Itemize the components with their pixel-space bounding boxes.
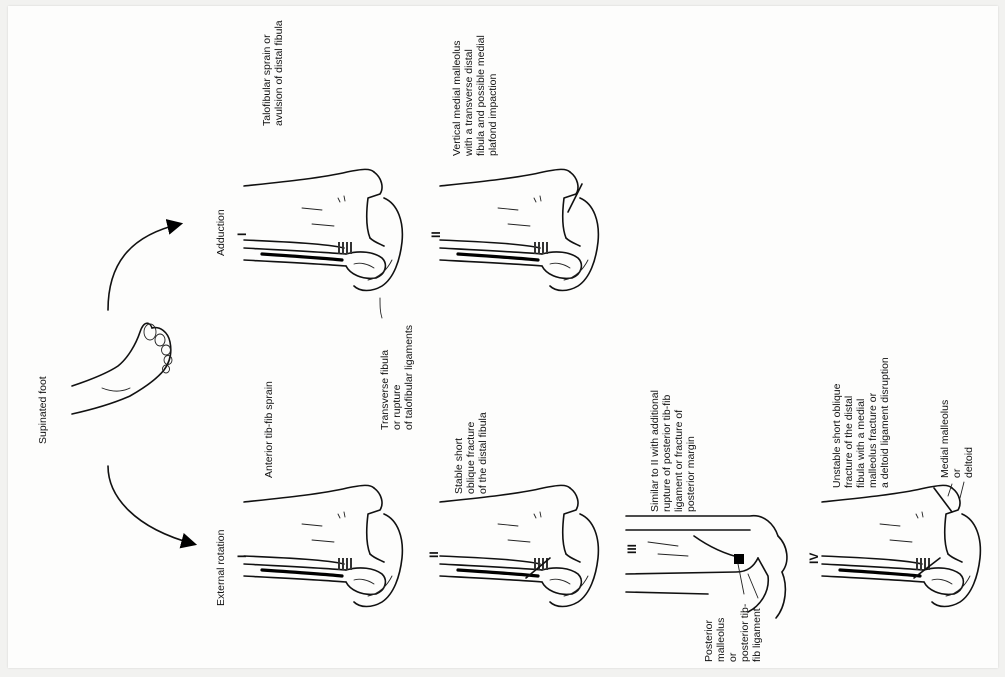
adduction-stage-1-description: Talofibular sprain or avulsion of distal… [261,20,285,126]
foot-icon [72,323,172,414]
curved-arrow-icon [108,224,180,310]
er-stage-1-description: Anterior tib-fib sprain [263,381,275,478]
ankle-bones-icon [440,485,598,606]
er-stage-3-callout: Posterior malleolus or posterior tib- fi… [703,601,763,662]
ankle-bones-icon [822,485,980,606]
adduction-stage-2-description: Vertical medial malleolus with a transve… [451,32,499,157]
er-stage-2-description: Stable short oblique fracture of the dis… [453,412,489,494]
root-label: Supinated foot [37,376,49,444]
callout-line [380,298,382,318]
ankle-bones-icon [244,485,402,606]
er-stage-4-callout: Medial malleolus or deltoid [939,397,975,478]
ankle-bones-icon [440,169,598,290]
external-rotation-title: External rotation [215,529,227,606]
posterior-malleolus-fragment [734,554,744,564]
stage-numeral: III [625,544,639,554]
er-stage-4-description: Unstable short oblique fracture of the d… [831,357,891,488]
stage-numeral: II [427,551,441,558]
adduction-title: Adduction [215,209,227,256]
curved-arrow-icon [108,466,194,544]
stage-numeral: I [235,233,249,236]
stage-numeral: IV [807,553,821,564]
ankle-bones-icon [244,169,402,290]
stage-numeral: II [429,231,443,238]
er-stage-3-description: Similar to II with additional rupture of… [649,387,697,512]
diagram-sheet: Supinated foot Adduction External rotati… [8,6,998,668]
callout-line [948,482,964,498]
ankle-bones-icon [626,516,787,618]
adduction-stage-1-callout: Transverse fibula or rupture of talofibu… [379,325,415,430]
fracture-classification-diagram: Supinated foot Adduction External rotati… [8,6,998,668]
